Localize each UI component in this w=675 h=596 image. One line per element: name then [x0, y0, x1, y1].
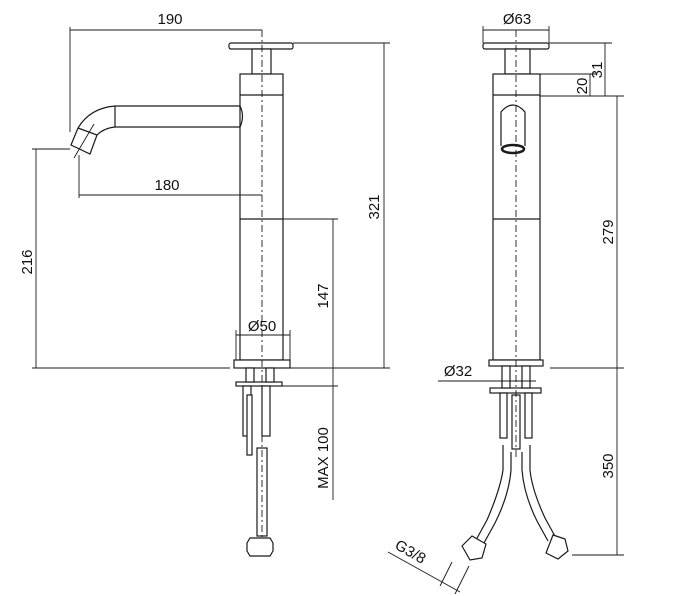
faucet-front-outline	[461, 30, 569, 561]
dim-total-height: 321	[366, 194, 383, 219]
dim-body-height: 279	[600, 219, 617, 244]
faucet-side-outline	[70, 30, 294, 557]
dim-spout-reach: 190	[157, 11, 182, 28]
dim-max-deck: MAX 100	[315, 427, 332, 489]
dimension-lines-front	[387, 26, 624, 595]
dim-hose-connection: G3/8	[392, 537, 429, 568]
dim-spout-projection: 180	[154, 177, 179, 194]
dim-spout-height: 216	[19, 249, 36, 274]
side-view: 190 180 216 321 147 Ø50 MAX 100	[19, 11, 390, 557]
dim-handle-stem-label: 20	[574, 78, 591, 95]
dim-handle-diameter: Ø63	[503, 11, 531, 28]
dim-handle-height: 31	[589, 62, 606, 79]
dim-hose-length: 350	[600, 453, 617, 478]
dim-lower-body-height: 147	[315, 283, 332, 308]
front-view: Ø63 31 20 20 279 Ø32 350 G3/8	[387, 11, 624, 595]
dim-shank-diameter: Ø32	[444, 363, 472, 380]
dimension-lines-side	[32, 27, 390, 500]
dim-body-diameter: Ø50	[248, 318, 276, 335]
